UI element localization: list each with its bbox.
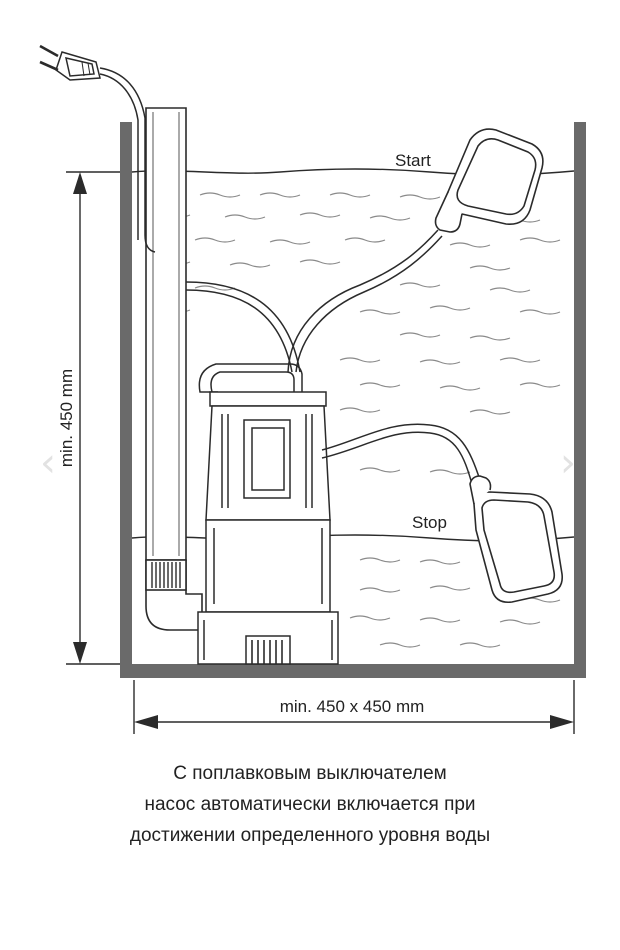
caption-line-2: насос автоматически включается при (144, 794, 476, 815)
tank (120, 122, 586, 678)
caption-line-3: достижении определенного уровня воды (129, 825, 491, 846)
power-plug-icon (39, 44, 101, 81)
stop-float (469, 475, 564, 604)
width-dimension-label: min. 450 x 450 mm (280, 697, 425, 716)
caption: С поплавковым выключателем насос автомат… (0, 758, 620, 851)
tank-right-wall (574, 122, 586, 678)
pump (197, 363, 339, 665)
width-dimension (133, 680, 575, 734)
float-cables (185, 229, 481, 485)
next-arrow-icon[interactable]: › (560, 440, 576, 486)
pump-diagram: Start Stop min. 450 mm min. 450 x 450 mm (39, 44, 586, 734)
start-label: Start (395, 151, 431, 170)
height-dimension-label: min. 450 mm (57, 369, 76, 467)
stop-label: Stop (412, 513, 447, 532)
power-cable (99, 67, 156, 253)
prev-arrow-icon[interactable]: ‹ (40, 440, 56, 486)
discharge-pipe (145, 107, 203, 631)
caption-line-1: С поплавковым выключателем (173, 763, 447, 784)
tank-floor (120, 664, 586, 678)
height-dimension (66, 171, 120, 665)
start-float (434, 128, 544, 233)
tank-left-wall (120, 122, 132, 678)
